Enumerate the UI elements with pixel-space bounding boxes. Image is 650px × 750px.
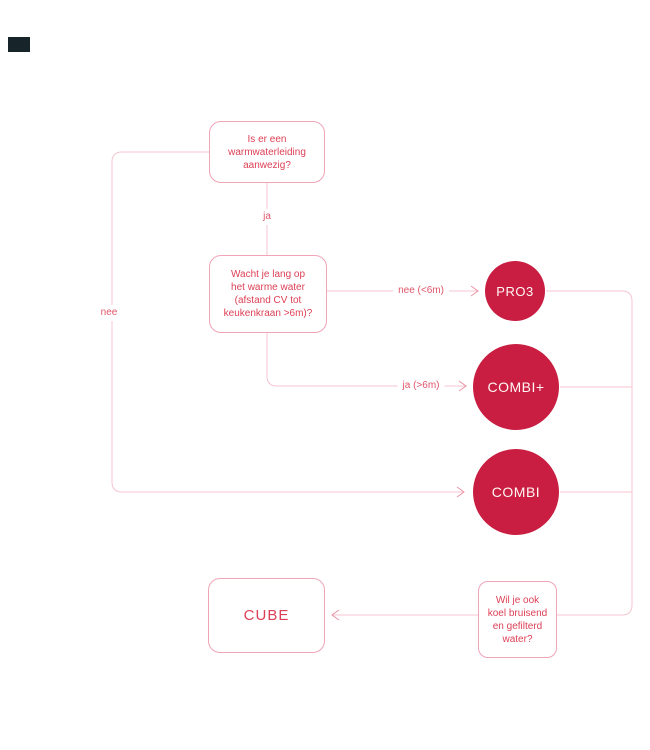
arrowhead-combiplus (458, 380, 467, 392)
product-label: COMBI+ (487, 379, 545, 395)
edge-collector-right (546, 290, 633, 616)
question-box-koel-bruisend: Wil je ook koel bruisend en gefilterd wa… (478, 581, 557, 658)
question-line: Wacht je lang op (230, 269, 306, 280)
question-box-wachttijd: Wacht je lang op het warme water (afstan… (209, 255, 327, 333)
corner-dark-chip (8, 37, 30, 52)
edge-q1-combi (111, 151, 464, 493)
question-line: Is er een (247, 133, 287, 145)
question-line: koel bruisend (487, 607, 548, 619)
edge-label-nee: nee (95, 305, 123, 321)
product-node-combiplus: COMBI+ (473, 344, 559, 430)
product-label: PRO3 (496, 283, 534, 299)
edge-label-nee-kleiner-6m: nee (<6m) (393, 283, 449, 299)
product-node-cube: CUBE (208, 578, 325, 653)
product-node-combi: COMBI (473, 449, 559, 535)
product-label: CUBE (243, 607, 290, 624)
edge-label-ja-groter-6m: ja (>6m) (397, 378, 445, 394)
product-label: COMBI (491, 484, 541, 500)
question-line: aanwezig? (243, 159, 291, 171)
question-line: keukenkraan >6m)? (223, 308, 313, 319)
arrowhead-pro3 (470, 285, 479, 297)
arrowhead-cube (331, 609, 340, 621)
question-line: warmwaterleiding (228, 146, 306, 158)
question-line: het warme water (231, 282, 305, 293)
question-box-warmwaterleiding: Is er een warmwaterleiding aanwezig? (209, 121, 325, 183)
question-line: en gefilterd (492, 620, 543, 632)
edge-label-ja: ja (258, 209, 276, 225)
edge-q2-combiplus (266, 333, 466, 387)
product-node-pro3: PRO3 (485, 261, 545, 321)
arrowhead-combi (456, 486, 465, 498)
question-line: water? (502, 633, 533, 645)
question-line: (afstand CV tot (234, 295, 302, 306)
question-line: Wil je ook (495, 594, 540, 606)
